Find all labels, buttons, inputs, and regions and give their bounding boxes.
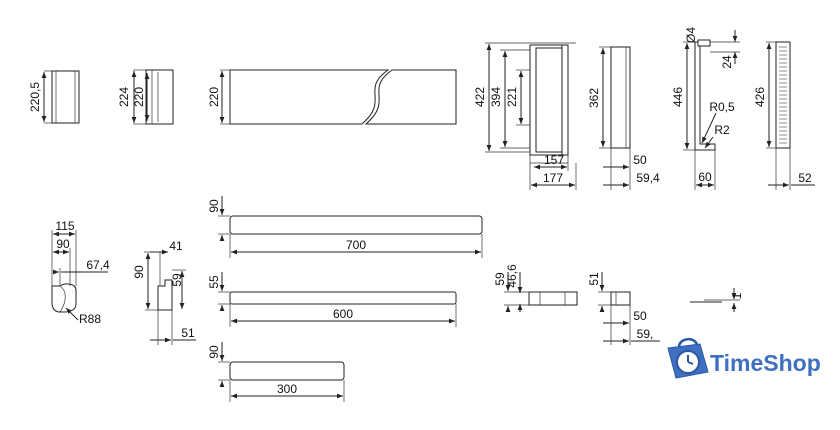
dim-label: 300: [277, 382, 297, 396]
duct-600: 55 600: [207, 272, 457, 327]
adapter-block: 224 220: [117, 69, 174, 125]
dim-label: 221: [505, 87, 519, 107]
dim-label: 59,: [637, 327, 654, 341]
dim-label: 59,4: [636, 171, 660, 185]
dim-label: 362: [587, 88, 601, 108]
dim-label: 426: [753, 87, 767, 107]
end-cap: 220,5: [28, 70, 80, 124]
duct-300: 90 300: [207, 342, 345, 402]
dim-label: 220: [132, 87, 146, 107]
dim-label: 90: [207, 345, 221, 359]
dim-label: 157: [544, 153, 564, 167]
dim-label: 24: [720, 55, 734, 69]
dim-label: 46,6: [505, 264, 519, 288]
dim-label: 59: [493, 272, 507, 286]
dim-label: 67,4: [86, 258, 110, 272]
small-cap: 51 50 59,: [587, 272, 660, 345]
dim-label: Ø4: [684, 27, 698, 43]
dim-label: 41: [169, 239, 183, 253]
small-duct-side: 59 46,6: [493, 264, 578, 312]
grille-426: 426 52: [753, 41, 815, 190]
dim-label: R0,5: [709, 100, 735, 114]
brand-logo: TimeShop: [667, 338, 821, 379]
dim-label: 177: [543, 171, 563, 185]
dim-label: 51: [181, 326, 195, 340]
dim-label: 55: [207, 275, 221, 289]
dim-label: R88: [79, 312, 101, 326]
panel-362: 362 50 59,4: [587, 46, 660, 190]
dim-label: 50: [633, 153, 647, 167]
bracket-446: 446 Ø4 24 R0,5 R2 60: [671, 27, 740, 190]
elbow-bend: 115 90 67,4 R88: [51, 219, 110, 326]
dim-label: 446: [671, 87, 685, 107]
dim-label: 90: [132, 265, 146, 279]
dim-label: 52: [798, 171, 812, 185]
dim-label: 90: [56, 237, 70, 251]
brand-name: TimeShop: [710, 350, 821, 376]
dim-label: 700: [346, 238, 366, 252]
channel-long-break: 220: [207, 69, 457, 125]
dim-label: 600: [333, 307, 353, 321]
dim-label: 50: [633, 309, 647, 323]
side-profile-unit: 422 394 221 157 177: [473, 42, 577, 190]
dim-label: R2: [714, 123, 730, 137]
dim-label: 220,5: [28, 82, 42, 112]
dim-label: 51: [587, 272, 601, 286]
dim-label: 59: [170, 273, 184, 287]
dim-label: 90: [207, 199, 221, 213]
dim-label: 422: [473, 87, 487, 107]
dim-label: 60: [698, 170, 712, 184]
dim-label: 224: [117, 87, 131, 107]
duct-700: 90 700: [207, 196, 483, 258]
dim-label: 220: [207, 87, 221, 107]
thickness-detail: 1: [690, 288, 744, 312]
dim-label: 115: [55, 219, 74, 233]
step-connector: 90 41 59 51: [132, 239, 196, 345]
dim-label: 1: [730, 292, 744, 299]
dim-label: 394: [489, 87, 503, 107]
clock-bag-icon: [667, 338, 709, 379]
